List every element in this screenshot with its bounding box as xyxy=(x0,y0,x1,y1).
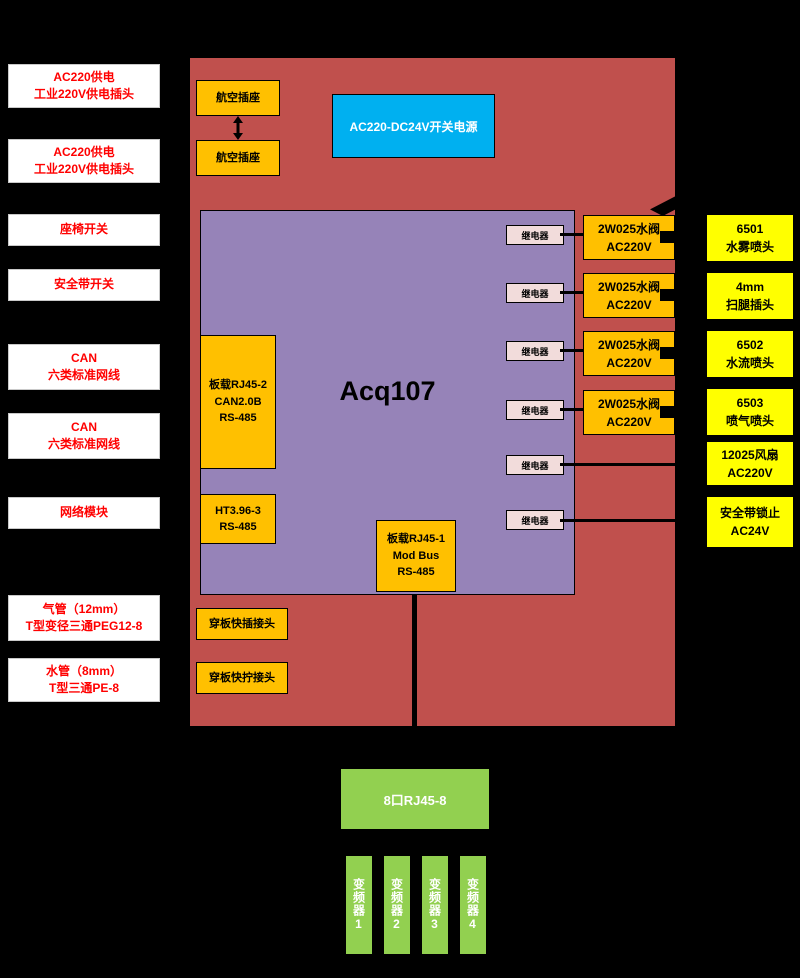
input-label: CAN xyxy=(71,350,97,365)
valve-label: 2W025水阀 xyxy=(597,337,661,352)
port-label: 板载RJ45-2 xyxy=(208,379,268,392)
connector-line xyxy=(560,408,584,411)
aviation-socket-1: 航空插座 xyxy=(196,80,280,116)
relay-4: 继电器 xyxy=(506,400,564,420)
output-label: 6502 xyxy=(736,338,764,352)
output-fan: 12025风扇 AC220V xyxy=(706,441,794,486)
input-network-module: 网络模块 xyxy=(8,497,160,529)
aviation-socket-2: 航空插座 xyxy=(196,140,280,176)
output-label: 4mm xyxy=(735,280,764,294)
connector-line xyxy=(560,349,584,352)
output-label: 6503 xyxy=(736,396,764,410)
output-water-nozzle: 6502 水流喷头 xyxy=(706,330,794,378)
valve-label: 2W025水阀 xyxy=(597,396,661,411)
input-seat-switch: 座椅开关 xyxy=(8,214,160,246)
input-air-tube: 气管（12mm） T型变径三通PEG12-8 xyxy=(8,595,160,641)
switching-power-supply: AC220-DC24V开关电源 xyxy=(332,94,495,158)
relay-6: 继电器 xyxy=(506,510,564,530)
output-air-nozzle: 6503 喷气喷头 xyxy=(706,388,794,436)
output-mist-nozzle: 6501 水雾喷头 xyxy=(706,214,794,262)
output-label: AC24V xyxy=(730,524,770,538)
input-label: 水管（8mm） xyxy=(45,663,122,678)
right-arrow-icon xyxy=(660,406,690,418)
input-label: 气管（12mm） xyxy=(42,601,126,616)
cpu-board-title: Acq107 xyxy=(339,376,436,406)
input-seatbelt-switch: 安全带开关 xyxy=(8,269,160,301)
output-label: 水雾喷头 xyxy=(725,240,774,254)
port-label: RS-485 xyxy=(397,566,435,579)
relay-2: 继电器 xyxy=(506,283,564,303)
valve-label: AC220V xyxy=(606,239,652,254)
output-label: 扫腿插头 xyxy=(725,298,774,312)
input-label: T型三通PE-8 xyxy=(48,681,119,695)
port-label: RS-485 xyxy=(219,412,257,425)
output-label: AC220V xyxy=(727,465,773,480)
can-port: 板载RJ45-2 CAN2.0B RS-485 xyxy=(200,335,276,469)
input-label: AC220供电 xyxy=(53,144,115,159)
ht-port: HT3.96-3 RS-485 xyxy=(200,494,276,544)
output-label: 喷气喷头 xyxy=(725,414,774,428)
output-label: 安全带锁止 xyxy=(719,506,780,520)
rj45-hub: 8口RJ45-8 xyxy=(340,768,490,830)
right-arrow-icon xyxy=(660,347,690,359)
input-water-tube: 水管（8mm） T型三通PE-8 xyxy=(8,658,160,702)
input-label: 工业220V供电插头 xyxy=(33,162,135,176)
right-arrow-icon xyxy=(660,289,690,301)
bulkhead-fitting-2: 穿板快拧接头 xyxy=(196,662,288,694)
port-label: HT3.96-3 xyxy=(215,504,261,517)
port-label: CAN2.0B xyxy=(214,395,262,408)
bulkhead-fitting-1: 穿板快插接头 xyxy=(196,608,288,640)
input-can-1: CAN 六类标准网线 xyxy=(8,344,160,390)
output-safety-lock: 安全带锁止 AC24V xyxy=(706,496,794,548)
double-arrow-icon xyxy=(233,116,243,140)
port-label: RS-485 xyxy=(219,521,257,533)
input-label: 工业220V供电插头 xyxy=(33,87,135,101)
psu-label: AC220-DC24V开关电源 xyxy=(349,119,478,134)
connector-line xyxy=(560,291,584,294)
connector-line-fan xyxy=(560,463,694,466)
connector-line-lock xyxy=(560,519,694,522)
relay-1: 继电器 xyxy=(506,225,564,245)
valve-4: 2W025水阀 AC220V xyxy=(583,390,675,435)
input-label: CAN xyxy=(71,419,97,434)
port-label: 板载RJ45-1 xyxy=(386,533,446,546)
output-label: 水流喷头 xyxy=(725,356,774,370)
valve-label: 2W025水阀 xyxy=(597,279,661,294)
input-label: 六类标准网线 xyxy=(47,368,120,382)
output-label: 12025风扇 xyxy=(721,447,779,462)
inverter-2: 变频器2 xyxy=(383,855,411,955)
valve-3: 2W025水阀 AC220V xyxy=(583,331,675,376)
valve-label: 2W025水阀 xyxy=(597,221,661,236)
input-ac220-1: AC220供电 工业220V供电插头 xyxy=(8,64,160,108)
right-arrow-icon xyxy=(660,231,690,243)
port-label: Mod Bus xyxy=(392,549,440,562)
input-ac220-2: AC220供电 工业220V供电插头 xyxy=(8,139,160,183)
valve-label: AC220V xyxy=(606,414,652,429)
relay-3: 继电器 xyxy=(506,341,564,361)
inverter-3: 变频器3 xyxy=(421,855,449,955)
valve-label: AC220V xyxy=(606,355,652,370)
input-label: 六类标准网线 xyxy=(47,437,120,451)
valve-label: AC220V xyxy=(606,297,652,312)
input-label: T型变径三通PEG12-8 xyxy=(25,619,143,633)
output-leg-sweep: 4mm 扫腿插头 xyxy=(706,272,794,320)
input-label: AC220供电 xyxy=(53,69,115,84)
relay-5: 继电器 xyxy=(506,455,564,475)
modbus-port: 板载RJ45-1 Mod Bus RS-485 xyxy=(376,520,456,592)
input-can-2: CAN 六类标准网线 xyxy=(8,413,160,459)
inverter-1: 变频器1 xyxy=(345,855,373,955)
trunk-connector-line xyxy=(412,592,417,772)
output-label: 6501 xyxy=(736,222,764,236)
inverter-4: 变频器4 xyxy=(459,855,487,955)
connector-line xyxy=(560,233,584,236)
